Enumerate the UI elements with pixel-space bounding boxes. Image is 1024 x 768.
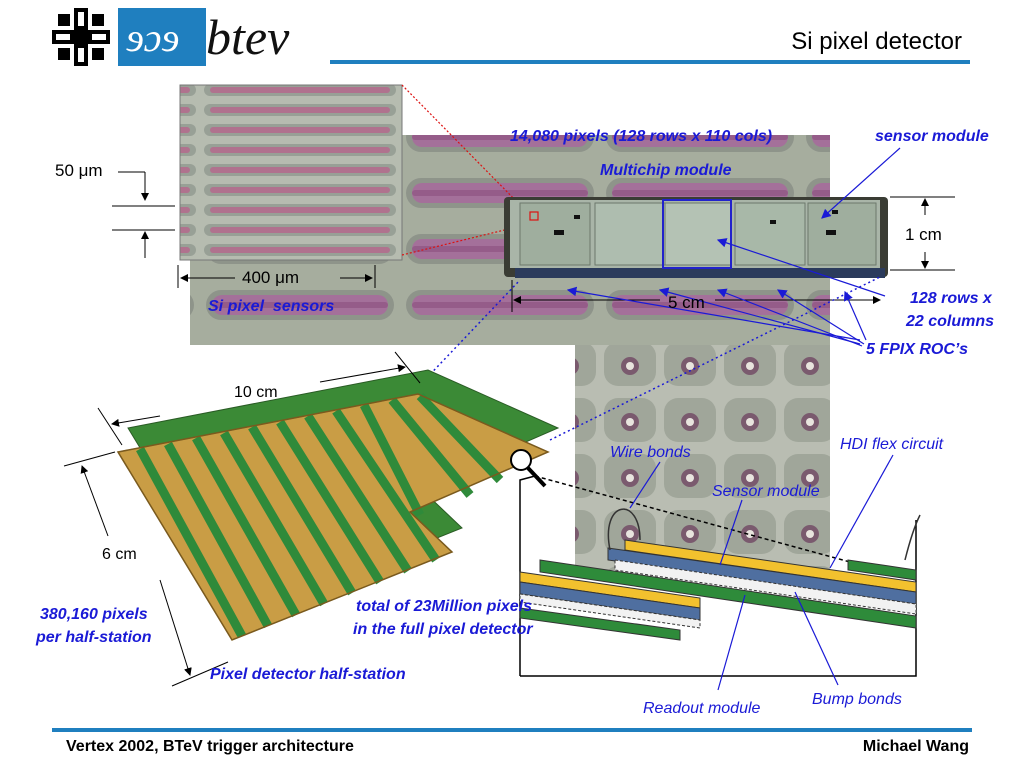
footer-left: Vertex 2002, BTeV trigger architecture (66, 738, 354, 755)
label-10cm: 10 cm (234, 384, 278, 401)
label-hdi: HDI flex circuit (840, 436, 944, 453)
label-bump: Bump bonds (812, 691, 902, 708)
slide-title: Si pixel detector (791, 28, 962, 55)
label-total-1: total of 23Million pixels (356, 598, 533, 615)
label-si-pixel-sensors: Si pixel sensors (208, 298, 335, 315)
label-sensor-module-lower: Sensor module (712, 483, 820, 500)
module-cross-section (519, 508, 921, 641)
label-400um: 400 μm (242, 268, 300, 287)
zoom-line (401, 84, 526, 211)
label-total-2: in the full pixel detector (353, 621, 533, 638)
half-station-plates (116, 369, 560, 641)
label-rows-cols-2: 22 columns (906, 313, 995, 330)
label-pixels-half-2: per half-station (36, 629, 152, 646)
label-5cm: 5 cm (668, 293, 705, 312)
label-rows-cols-1: 128 rows x (910, 290, 992, 307)
label-multichip: Multichip module (600, 162, 732, 179)
header-rule (330, 60, 970, 64)
btev-logo: ɘɔɘ btev (118, 8, 328, 66)
label-6cm: 6 cm (102, 546, 137, 563)
label-pixel-count: 14,080 pixels (128 rows x 110 cols) (510, 128, 773, 145)
multichip-module (504, 197, 888, 278)
label-readout: Readout module (643, 700, 761, 717)
btev-logo-mirror: ɘɔɘ (126, 15, 180, 60)
label-sensor-module: sensor module (875, 128, 989, 145)
label-1cm: 1 cm (905, 225, 942, 244)
btev-logo-text: btev (206, 9, 290, 65)
header: ɘɔɘ btev Si pixel detector (0, 0, 1024, 70)
footer-rule (52, 728, 972, 732)
label-wire-bonds: Wire bonds (610, 444, 691, 461)
label-roc: 5 FPIX ROC’s (866, 341, 968, 358)
footer-right: Michael Wang (862, 738, 969, 755)
label-half-station: Pixel detector half-station (210, 666, 406, 683)
label-pixels-half-1: 380,160 pixels (40, 606, 148, 623)
label-50um: 50 μm (55, 161, 103, 180)
fermilab-logo-icon (52, 8, 110, 66)
